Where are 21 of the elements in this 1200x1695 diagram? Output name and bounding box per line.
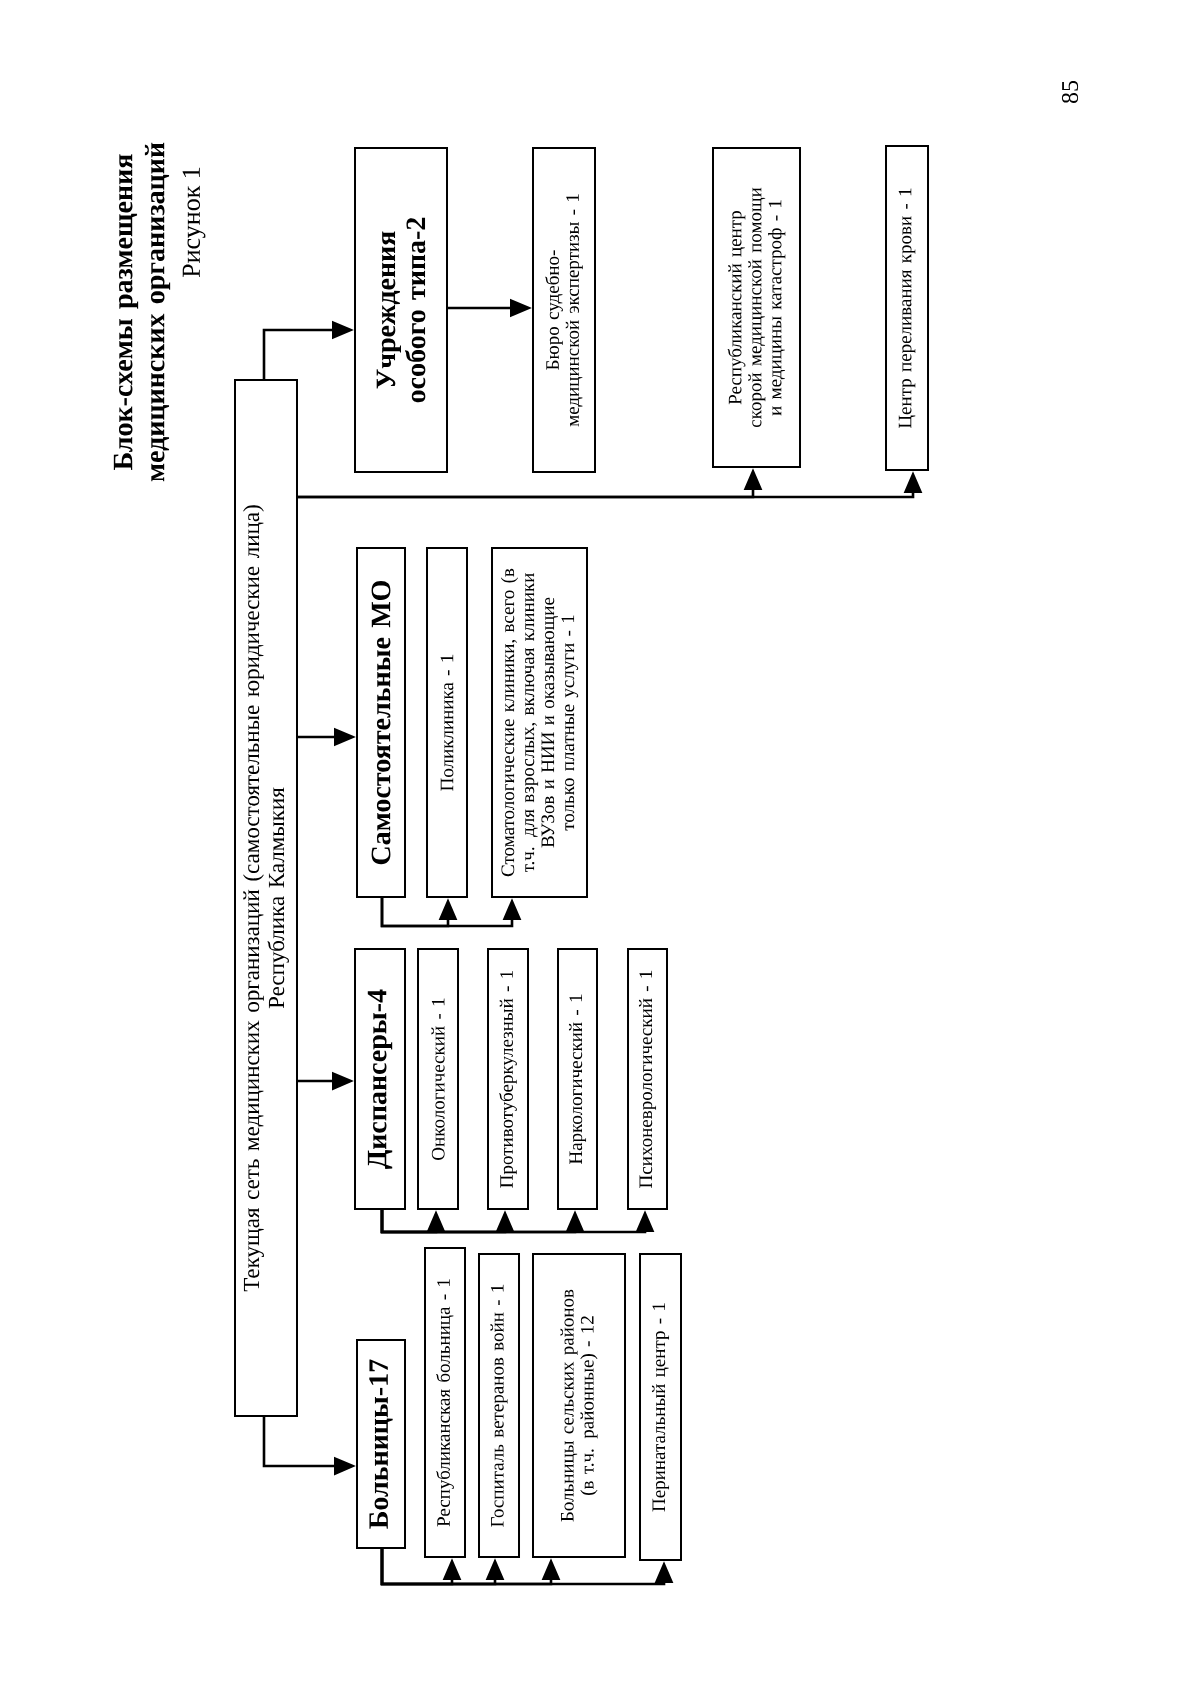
- category-box: Самостоятельные МО: [356, 547, 406, 898]
- category-box: Диспансеры-4: [354, 948, 406, 1210]
- institution-box: Стоматологические клиники, всего (в т.ч. для взрослых, включая клиники ВУЗов и НИИ и оказывающие только платные услуги - 1: [491, 547, 588, 898]
- institution-box: Республиканская больница - 1: [424, 1247, 466, 1558]
- institution-box: Противотуберкулезный - 1: [487, 948, 529, 1210]
- institution-box: Психоневрологический - 1: [627, 948, 668, 1210]
- category-box: Учреждения особого типа-2: [354, 147, 448, 473]
- title: Блок-схемы размещения медицинских организаций: [113, 142, 171, 482]
- institution-box: Онкологический - 1: [417, 948, 459, 1210]
- institution-box: Перинатальный центр - 1: [639, 1253, 682, 1561]
- institution-box: Госпиталь ветеранов войн - 1: [478, 1253, 520, 1558]
- network-box: Текущая сеть медицинских организаций (самостоятельные юридические лица) Республика Калмыкия: [234, 379, 298, 1417]
- figure-caption: Рисунок 1: [182, 167, 206, 278]
- institution-box: Наркологический - 1: [557, 948, 598, 1210]
- institution-box: Центр переливания крови - 1: [885, 145, 929, 471]
- page-number: 85: [1061, 80, 1079, 104]
- institution-box: Бюро судебно-медицинской экспертизы - 1: [532, 147, 596, 473]
- institution-box: Больницы сельских районов (в т.ч. районные) - 12: [532, 1253, 626, 1558]
- category-box: Больницы-17: [356, 1339, 406, 1549]
- institution-box: Республиканский центр скорой медицинской помощи и медицины катастроф - 1: [712, 147, 801, 468]
- institution-box: Поликлиника - 1: [426, 547, 468, 898]
